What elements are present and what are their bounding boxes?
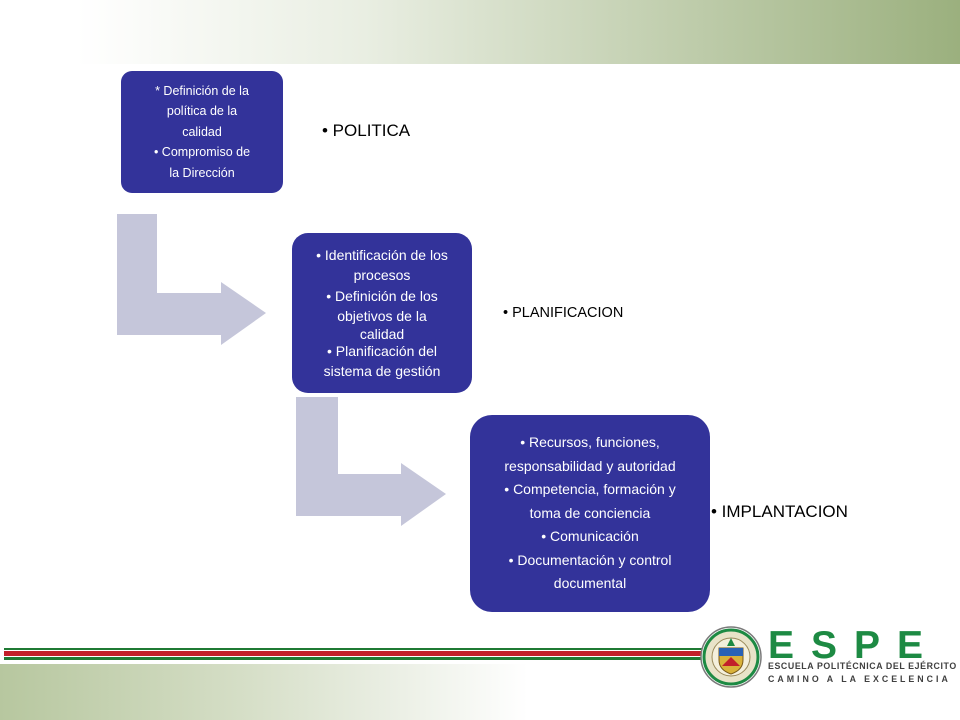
box-line: • Documentación y control: [508, 551, 672, 568]
box-line: • Comunicación: [541, 528, 639, 545]
header-gradient-band: [0, 0, 960, 64]
label-planificacion: • PLANIFICACION: [503, 305, 624, 321]
box-implantacion-details: • Recursos, funciones, responsabilidad y…: [470, 415, 710, 612]
footer-stripes: [4, 648, 704, 664]
espe-tagline-motto: CAMINO A LA EXCELENCIA: [768, 674, 951, 684]
arrow-planificacion-to-implantacion: [296, 397, 446, 526]
box-line: responsabilidad y autoridad: [504, 457, 676, 474]
espe-brand-text: ESPE: [768, 624, 941, 667]
box-line: • Planificación del: [327, 342, 437, 359]
arrow-politica-to-planificacion: [117, 214, 266, 345]
espe-logo: ESPE ESCUELA POLITÉCNICA DEL EJÉRCITO CA…: [700, 624, 956, 694]
box-line: objetivos de la: [337, 308, 427, 324]
box-politica-details: * Definición de la política de la calida…: [121, 71, 283, 193]
box-line: toma de conciencia: [529, 504, 651, 521]
box-line: sistema de gestión: [323, 363, 441, 379]
label-politica: • POLITICA: [322, 121, 411, 140]
box-line: • Definición de los: [326, 287, 438, 304]
box-line: calidad: [182, 124, 222, 139]
espe-seal-icon: [700, 626, 762, 688]
box-line: procesos: [353, 267, 411, 283]
box-line: • Compromiso de: [153, 145, 251, 160]
box-line: * Definición de la: [155, 83, 249, 98]
box-line: política de la: [166, 104, 238, 119]
box-line: • Recursos, funciones,: [520, 434, 660, 451]
box-line: documental: [553, 575, 627, 592]
box-line: calidad: [359, 325, 405, 342]
footer-gradient-band: [0, 664, 960, 720]
label-implantacion: • IMPLANTACION: [711, 502, 848, 521]
box-line: • Identificación de los: [316, 246, 448, 263]
espe-tagline-school: ESCUELA POLITÉCNICA DEL EJÉRCITO: [768, 661, 957, 671]
box-line: la Dirección: [169, 165, 235, 180]
box-planificacion-details: • Identificación de los procesos • Defin…: [292, 233, 472, 393]
box-line: • Competencia, formación y: [504, 481, 676, 498]
